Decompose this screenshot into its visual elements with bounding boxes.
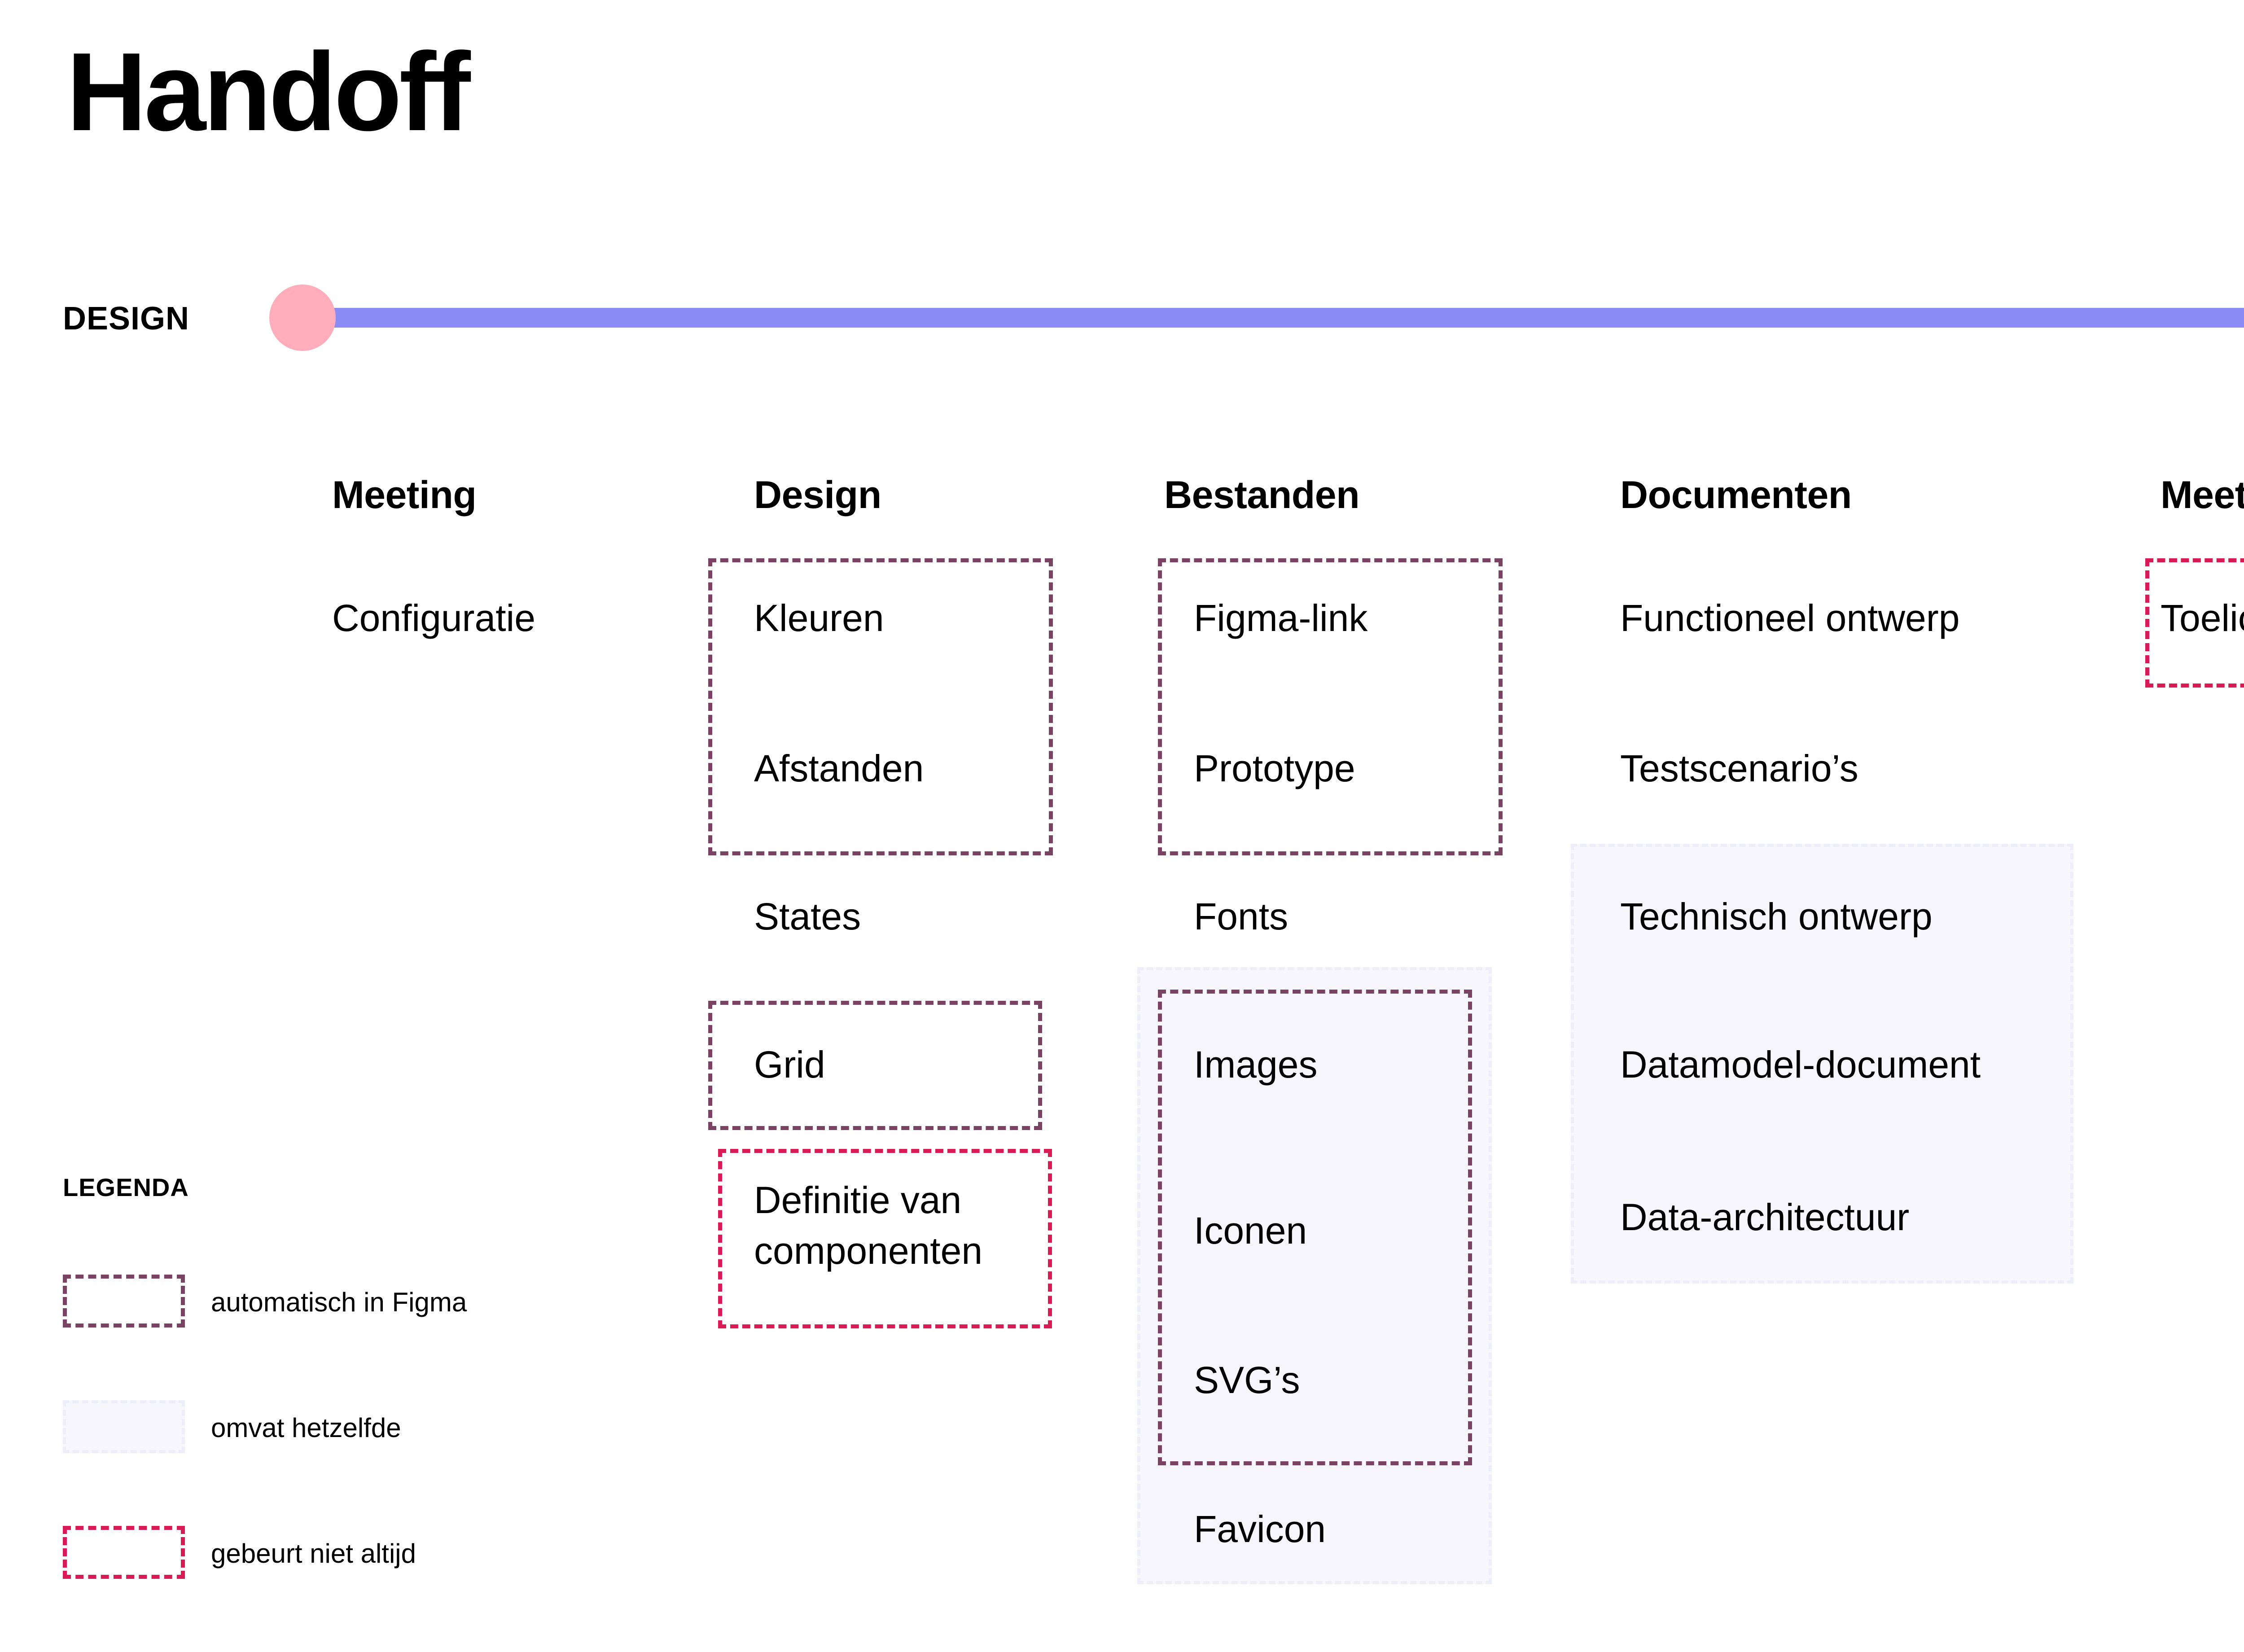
legend-swatch-dashed-crimson <box>63 1526 185 1579</box>
item-kleuren[interactable]: Kleuren <box>754 597 884 639</box>
column-header: Bestanden <box>1164 473 1360 517</box>
column-bestanden: Bestanden <box>1164 473 1360 517</box>
legend-label: gebeurt niet altijd <box>211 1538 416 1569</box>
group-box-documenten-same-scope <box>1571 844 2073 1284</box>
item-images[interactable]: Images <box>1194 1043 1318 1086</box>
item-states[interactable]: States <box>754 895 861 938</box>
column-meeting-end: Meeting <box>2161 476 2244 514</box>
legend-swatch-filled-lavender <box>63 1400 185 1453</box>
item-favicon[interactable]: Favicon <box>1194 1508 1326 1550</box>
timeline-dot-start <box>269 285 336 351</box>
column-documenten: Documenten <box>1620 476 1852 514</box>
item-testscenarios[interactable]: Testscenario’s <box>1620 747 1858 789</box>
column-design: Design <box>754 476 881 514</box>
column-header: Documenten <box>1620 473 1852 517</box>
group-box-componenten-optional <box>718 1149 1052 1328</box>
timeline-line <box>303 308 2244 328</box>
legend-title: LEGENDA <box>63 1173 189 1201</box>
legend-label: omvat hetzelfde <box>211 1413 401 1443</box>
item-functioneel-ontwerp[interactable]: Functioneel ontwerp <box>1620 597 1960 639</box>
item-toelichting[interactable]: Toelichting <box>2161 597 2244 639</box>
item-svgs[interactable]: SVG’s <box>1194 1359 1300 1401</box>
column-header: Design <box>754 473 881 517</box>
item-data-architectuur[interactable]: Data-architectuur <box>1620 1196 1910 1238</box>
item-configuratie[interactable]: Configuratie <box>332 597 535 639</box>
item-grid[interactable]: Grid <box>754 1043 825 1086</box>
timeline-label-design: DESIGN <box>63 301 190 337</box>
item-definitie-van-componenten[interactable]: Definitie van componenten <box>754 1179 983 1272</box>
group-box-bestanden-auto <box>1158 558 1503 855</box>
group-box-toelichting-optional <box>2145 558 2244 688</box>
column-header: Meeting <box>332 473 477 517</box>
item-fonts[interactable]: Fonts <box>1194 895 1289 938</box>
item-figma-link[interactable]: Figma-link <box>1194 597 1368 639</box>
item-prototype[interactable]: Prototype <box>1194 747 1355 789</box>
legend-label: automatisch in Figma <box>211 1287 467 1317</box>
group-box-design-auto <box>708 558 1053 855</box>
item-technisch-ontwerp[interactable]: Technisch ontwerp <box>1620 895 1933 938</box>
group-box-grid-auto <box>708 1001 1042 1130</box>
column-meeting-start: Meeting <box>332 473 477 517</box>
item-iconen[interactable]: Iconen <box>1194 1209 1307 1252</box>
item-datamodel-document[interactable]: Datamodel-document <box>1620 1043 1981 1086</box>
item-afstanden[interactable]: Afstanden <box>754 747 924 789</box>
group-box-assets-auto <box>1158 990 1472 1465</box>
group-box-bestanden-same-scope <box>1137 967 1492 1584</box>
legend-swatch-dashed-purple <box>63 1275 185 1328</box>
column-header: Meeting <box>2161 473 2244 517</box>
page-title: Handoff <box>66 29 471 154</box>
